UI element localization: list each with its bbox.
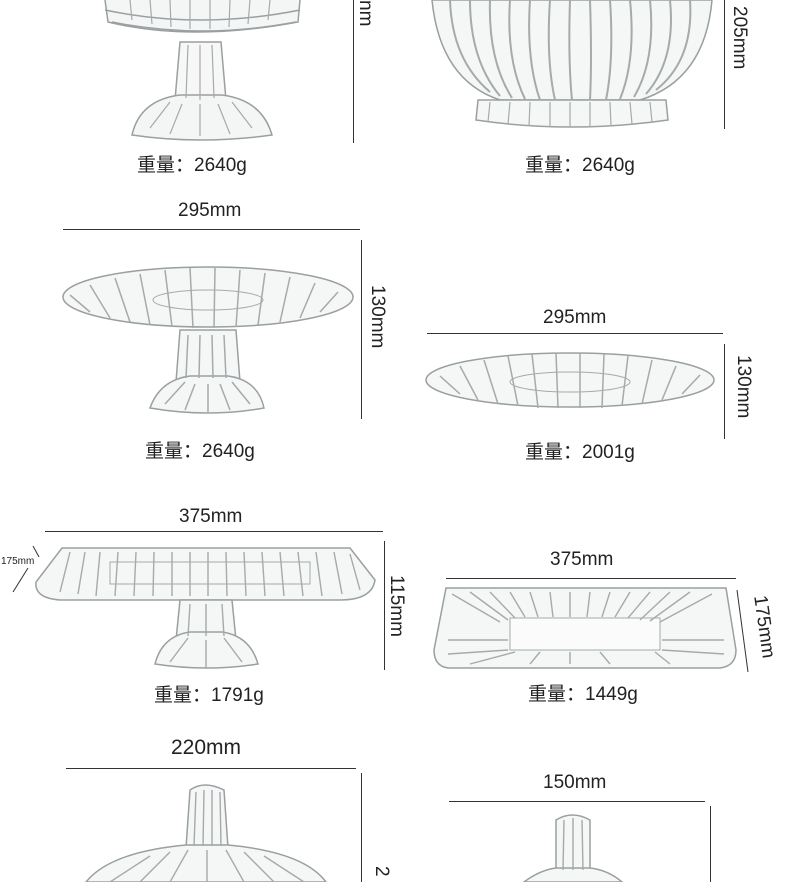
width-label: 295mm bbox=[543, 307, 607, 328]
weight-label: 重量：2001g bbox=[525, 442, 635, 463]
depth-label: 175mm bbox=[1, 556, 35, 567]
weight-label: 重量：1449g bbox=[528, 684, 638, 705]
weight-label: 重量：2640g bbox=[525, 155, 635, 176]
weight-label: 重量：2640g bbox=[137, 155, 247, 176]
width-label: 375mm bbox=[550, 549, 614, 570]
width-label: 150mm bbox=[543, 772, 607, 793]
weight-label: 重量：1791g bbox=[154, 685, 264, 706]
width-label: 375mm bbox=[179, 506, 243, 527]
width-label: 220mm bbox=[171, 736, 242, 759]
weight-label: 重量：2640g bbox=[145, 441, 255, 462]
width-label: 295mm bbox=[178, 200, 242, 221]
